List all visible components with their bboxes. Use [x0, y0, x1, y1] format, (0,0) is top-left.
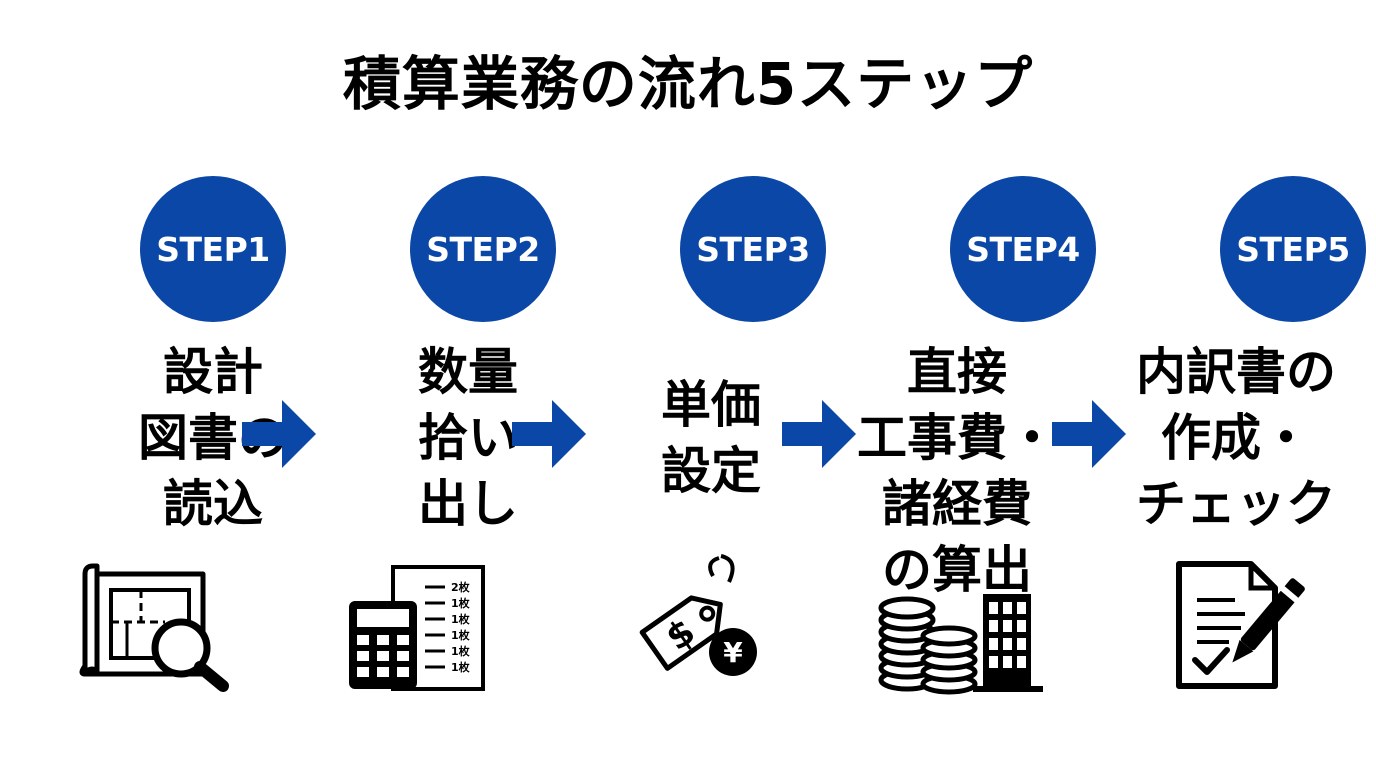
- step-label-line: 設定: [661, 442, 761, 500]
- step-label-line: 諸経費: [882, 475, 1032, 533]
- step-label-line: 出し: [418, 475, 518, 533]
- step-3: STEP3 単価 設定 $ ¥: [621, 0, 881, 768]
- step-label-line: 数量: [418, 343, 518, 401]
- step-5: STEP5 内訳書の 作成・ チェック: [1136, 0, 1376, 768]
- step-label-line: 直接: [907, 343, 1007, 401]
- arrow-right-icon: [1052, 400, 1126, 468]
- step-badge: STEP1: [140, 176, 286, 322]
- step-label: 直接 工事費・ 諸経費 の算出: [825, 339, 1089, 603]
- step-2: STEP2 数量 拾い 出し 2枚 1枚 1枚 1枚 1枚 1枚: [349, 0, 611, 768]
- step-badge: STEP3: [680, 176, 826, 322]
- step-badge: STEP2: [410, 176, 556, 322]
- price-tag-yen-icon: $ ¥: [621, 552, 761, 682]
- step-badge-label: STEP1: [156, 229, 270, 269]
- step-label-line: 読込: [163, 475, 263, 533]
- step-label-line: 拾い: [418, 409, 518, 467]
- step-label-line: 単価: [661, 376, 761, 434]
- arrow-right-icon: [512, 400, 586, 468]
- calculator-quantity-list-icon: 2枚 1枚 1枚 1枚 1枚 1枚: [349, 563, 489, 693]
- step-1: STEP1 設計 図書の 読込: [79, 0, 341, 768]
- step-badge: STEP4: [950, 176, 1096, 322]
- step-badge-label: STEP2: [426, 229, 540, 269]
- list-item: 1枚: [451, 612, 471, 626]
- step-badge-label: STEP5: [1236, 229, 1350, 269]
- list-item: 1枚: [451, 644, 471, 658]
- step-label-line: 設計: [163, 343, 263, 401]
- step-label-line: 工事費・: [857, 409, 1057, 467]
- step-label: 内訳書の 作成・ チェック: [1104, 339, 1368, 537]
- list-item: 1枚: [451, 660, 471, 674]
- step-label-line: の算出: [882, 541, 1032, 599]
- step-label: 単価 設定: [579, 372, 843, 504]
- list-item: 2枚: [451, 580, 471, 594]
- step-label-line: 作成・: [1161, 409, 1311, 467]
- step-4: STEP4 直接 工事費・ 諸経費 の算出: [857, 0, 1151, 768]
- step-badge-label: STEP3: [696, 229, 810, 269]
- step-label-line: 内訳書の: [1136, 343, 1336, 401]
- arrow-right-icon: [782, 400, 856, 468]
- coins-building-icon: [877, 590, 1047, 695]
- step-badge: STEP5: [1220, 176, 1366, 322]
- document-pen-check-icon: [1175, 560, 1305, 692]
- step-label-line: チェック: [1136, 475, 1336, 533]
- blueprint-magnifier-icon: [75, 562, 235, 692]
- yen-symbol: ¥: [723, 636, 743, 669]
- step-label: 数量 拾い 出し: [336, 339, 600, 537]
- list-item: 1枚: [451, 596, 471, 610]
- step-badge-label: STEP4: [966, 229, 1080, 269]
- list-item: 1枚: [451, 628, 471, 642]
- page-title: 積算業務の流れ5ステップ: [342, 50, 1034, 118]
- arrow-right-icon: [242, 400, 316, 468]
